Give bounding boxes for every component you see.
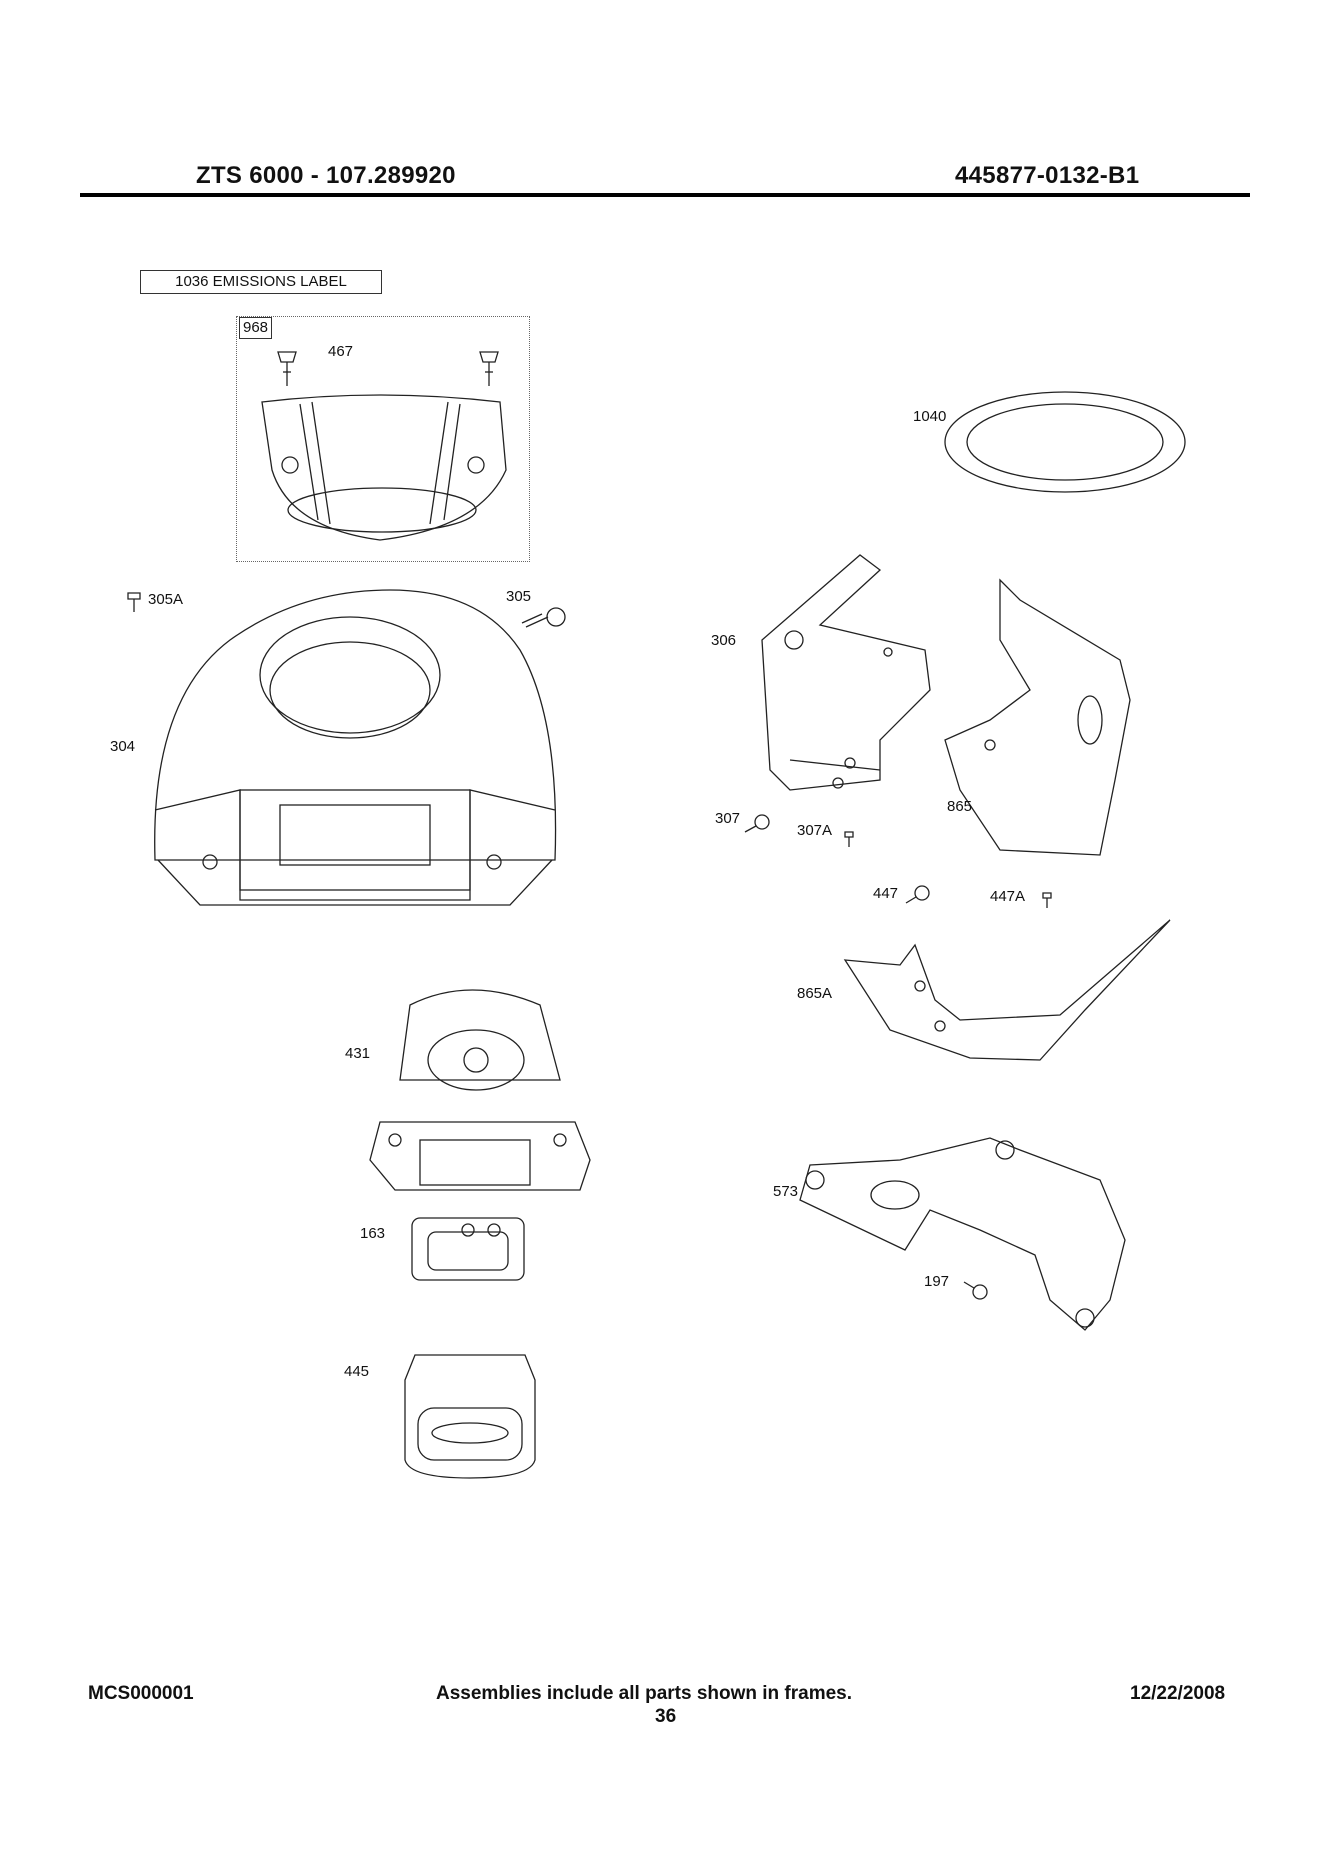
callout-447a: 447A <box>990 888 1025 905</box>
footer-page-number: 36 <box>655 1706 676 1728</box>
filter-element-445 <box>405 1355 535 1478</box>
footer-date: 12/22/2008 <box>1130 1683 1225 1705</box>
gasket-163 <box>412 1218 524 1280</box>
screw-467-right <box>480 352 498 386</box>
callout-305: 305 <box>506 588 531 605</box>
callout-304: 304 <box>110 738 135 755</box>
screw-447a <box>1043 893 1051 908</box>
callout-447: 447 <box>873 885 898 902</box>
callout-306: 306 <box>711 632 736 649</box>
callout-865: 865 <box>947 798 972 815</box>
plate-573 <box>800 1138 1125 1330</box>
bolt-305 <box>522 608 565 627</box>
ring-1040 <box>945 392 1185 492</box>
footer-doc-id: MCS000001 <box>88 1683 194 1705</box>
callout-445: 445 <box>344 1363 369 1380</box>
callout-307: 307 <box>715 810 740 827</box>
callout-1040: 1040 <box>913 408 946 425</box>
cover-968 <box>262 395 506 540</box>
callout-163: 163 <box>360 1225 385 1242</box>
callout-307a: 307A <box>797 822 832 839</box>
callout-573: 573 <box>773 1183 798 1200</box>
bolt-197 <box>964 1282 987 1299</box>
air-filter-housing-431 <box>370 990 590 1190</box>
screw-307a <box>845 832 853 847</box>
screw-305a <box>128 593 140 612</box>
callout-467: 467 <box>328 343 353 360</box>
callout-865a: 865A <box>797 985 832 1002</box>
callout-197: 197 <box>924 1273 949 1290</box>
screw-467-left <box>278 352 296 386</box>
shroud-865 <box>945 580 1130 855</box>
bolt-307 <box>745 815 769 832</box>
callout-305a: 305A <box>148 591 183 608</box>
baffle-865a <box>845 920 1170 1060</box>
footer-note: Assemblies include all parts shown in fr… <box>436 1683 852 1705</box>
callout-431: 431 <box>345 1045 370 1062</box>
bolt-447 <box>906 886 929 903</box>
blower-housing-304 <box>155 590 556 905</box>
shroud-306 <box>762 555 930 790</box>
